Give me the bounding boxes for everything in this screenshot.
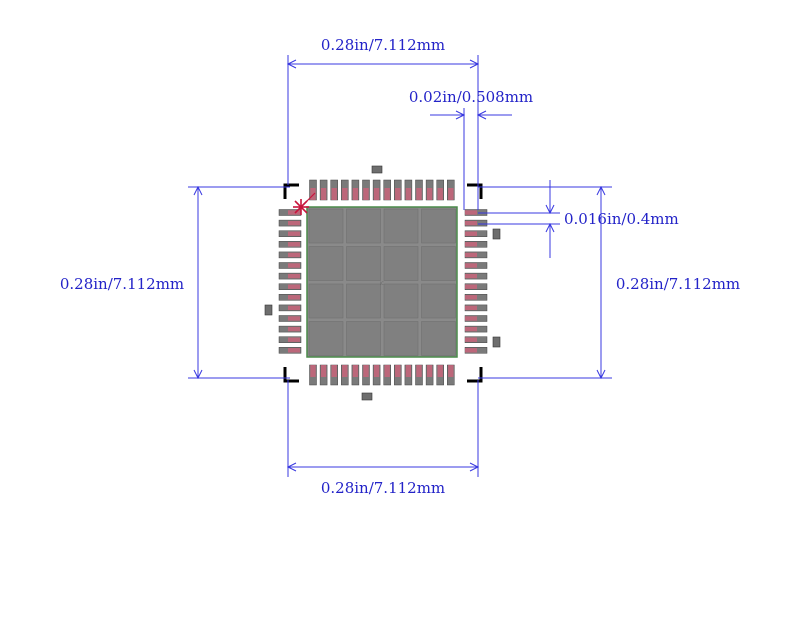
pad [404, 364, 413, 386]
bottom-width-label: 0.28in/7.112mm [321, 479, 445, 497]
pad [330, 364, 338, 386]
thermal-paste-cell [383, 321, 419, 356]
fiducial-marker-bottom [361, 392, 373, 401]
pad [278, 294, 302, 301]
pad [278, 230, 302, 237]
dimension-top-width: 0.28in/7.112mm [286, 36, 480, 185]
thermal-paste-cell [346, 321, 381, 356]
pad [464, 262, 488, 269]
left-height-label: 0.28in/7.112mm [60, 275, 184, 293]
package-outline-corners [283, 183, 483, 383]
dimension-pad-pitch: 0.016in/0.4mm [478, 180, 679, 258]
bottom-pad-row [309, 364, 455, 386]
pad [319, 364, 328, 386]
thermal-paste-cell [308, 321, 344, 356]
pad [464, 325, 488, 333]
pad [464, 347, 488, 354]
fiducial-marker-right-top [492, 228, 501, 240]
pad [278, 241, 302, 248]
thermal-paste-grid [308, 208, 456, 356]
thermal-paste-cell [308, 283, 344, 319]
center-label: IC [380, 281, 384, 286]
right-height-label: 0.28in/7.112mm [616, 275, 740, 293]
pad [464, 304, 488, 312]
right-pad-row [464, 209, 488, 354]
pad [464, 272, 488, 280]
thermal-paste-cell [421, 246, 456, 281]
thermal-paste-cell [308, 246, 344, 281]
pad [464, 241, 488, 248]
fiducial-marker-top [371, 165, 383, 174]
pad [464, 315, 488, 322]
thermal-paste-cell [383, 283, 419, 319]
pad [278, 347, 302, 354]
pad [319, 179, 328, 201]
pad [447, 364, 455, 386]
thermal-paste-cell [346, 283, 381, 319]
pad [436, 179, 444, 201]
pad [415, 364, 423, 386]
dimension-pad-width: 0.02in/0.508mm [409, 88, 533, 210]
fiducial-marker-right-bottom [492, 336, 501, 348]
pad [330, 179, 338, 201]
pad [278, 283, 302, 290]
pad [278, 262, 302, 269]
pad [447, 179, 455, 201]
thermal-paste-cell [383, 246, 419, 281]
thermal-pad [306, 206, 458, 358]
pad [464, 219, 488, 227]
pad [464, 294, 488, 301]
pad [278, 251, 302, 259]
pad [351, 364, 360, 386]
pad [278, 219, 302, 227]
pad [372, 179, 381, 201]
pad [464, 230, 488, 237]
pad [425, 364, 434, 386]
pad-width-label: 0.02in/0.508mm [409, 88, 533, 106]
dimension-left-height: 0.28in/7.112mm [60, 185, 290, 380]
pad [464, 283, 488, 290]
pad [309, 179, 317, 201]
pad [372, 364, 381, 386]
pad-pitch-label: 0.016in/0.4mm [564, 210, 679, 228]
thermal-paste-cell [421, 208, 456, 244]
pad [383, 364, 391, 386]
thermal-paste-cell [308, 208, 344, 244]
pad [425, 179, 434, 201]
dimension-right-height: 0.28in/7.112mm [478, 185, 740, 380]
pad [278, 304, 302, 312]
dimension-bottom-width: 0.28in/7.112mm [286, 380, 480, 497]
pad [464, 251, 488, 259]
pad [278, 325, 302, 333]
pad [278, 272, 302, 280]
pin1-marker [293, 192, 316, 215]
pad [278, 336, 302, 343]
pad [464, 336, 488, 343]
pad [351, 179, 360, 201]
pad [278, 315, 302, 322]
pad [394, 364, 402, 386]
pad [394, 179, 402, 201]
pad [341, 364, 349, 386]
thermal-paste-cell [346, 208, 381, 244]
fiducial-marker-left [264, 304, 273, 316]
pad [404, 179, 413, 201]
pad [341, 179, 349, 201]
pad [383, 179, 391, 201]
pad [415, 179, 423, 201]
pad [436, 364, 444, 386]
top-pad-row [309, 179, 455, 201]
thermal-paste-cell [421, 283, 456, 319]
pad [362, 179, 370, 201]
pad [309, 364, 317, 386]
thermal-paste-cell [421, 321, 456, 356]
left-pad-row [278, 209, 302, 354]
thermal-paste-cell [383, 208, 419, 244]
thermal-paste-cell [346, 246, 381, 281]
top-width-label: 0.28in/7.112mm [321, 36, 445, 54]
pad [362, 364, 370, 386]
